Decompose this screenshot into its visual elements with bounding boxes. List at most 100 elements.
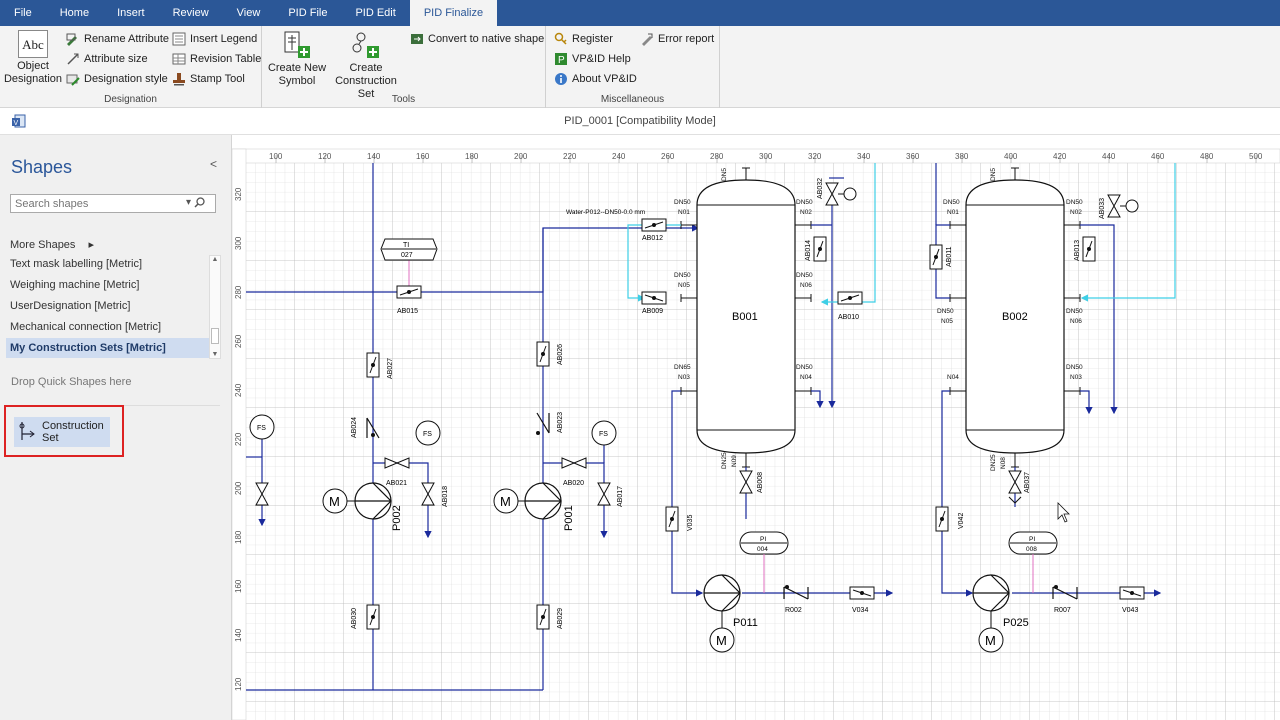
valve-ab008[interactable] (739, 470, 753, 494)
valve-ab021[interactable] (384, 457, 410, 469)
error-report-label: Error report (658, 33, 715, 45)
pipes-left[interactable] (246, 163, 700, 691)
svg-text:P: P (558, 55, 565, 66)
mouse-cursor-icon (1057, 502, 1070, 523)
tab-home[interactable]: Home (59, 7, 90, 19)
misc-group: Register P VP&ID Help About VP&ID Error … (546, 26, 720, 108)
valve-ab037[interactable] (1008, 470, 1022, 494)
instrument-label: FS (423, 431, 432, 438)
tab-insert[interactable]: Insert (117, 7, 145, 19)
drawing-svg[interactable]: 100 120 140 160 180 200 220 240 260 280 … (232, 135, 1280, 720)
vessel-label: B001 (732, 311, 758, 323)
scroll-down-icon[interactable]: ▼ (211, 351, 219, 358)
stamp-tool-button[interactable]: Stamp Tool (172, 70, 245, 88)
construction-set-master[interactable]: Construction Set (14, 417, 110, 447)
nozzle-label: N02 (1070, 209, 1082, 216)
valve-ab032[interactable] (825, 182, 839, 206)
stencil-mechanical-connection[interactable]: Mechanical connection [Metric] (10, 321, 162, 333)
ruler-label: 160 (234, 579, 243, 593)
valve-r002[interactable] (783, 586, 809, 600)
nozzle-label: N02 (800, 209, 812, 216)
valve-ab017[interactable] (597, 482, 611, 506)
stamp-icon (172, 72, 186, 86)
stencil-my-construction-sets[interactable]: My Construction Sets [Metric] (6, 338, 210, 358)
more-shapes-label: More Shapes (10, 239, 76, 251)
tab-pid-file[interactable]: PID File (288, 7, 328, 19)
pipes-cyan-b002[interactable] (1080, 163, 1176, 302)
nozzle-label: N01 (678, 209, 690, 216)
tab-file[interactable]: File (14, 7, 32, 19)
stencil-weighing-machine[interactable]: Weighing machine [Metric] (10, 279, 140, 291)
error-report-button[interactable]: Error report (640, 30, 714, 48)
stencil-user-designation[interactable]: UserDesignation [Metric] (10, 300, 131, 312)
tab-pid-finalize[interactable]: PID Finalize (409, 0, 498, 26)
search-shapes-input[interactable] (10, 194, 216, 213)
valve-ab033[interactable] (1107, 194, 1121, 218)
insert-legend-button[interactable]: Insert Legend (172, 30, 257, 48)
convert-native-shape-button[interactable]: Convert to native shape (410, 30, 544, 48)
instrument-label: 027 (401, 252, 413, 259)
ruler-label: 280 (710, 152, 724, 161)
ruler-top (232, 148, 1280, 164)
ruler-label: 500 (1249, 152, 1263, 161)
valve-ab024[interactable] (366, 417, 380, 439)
menu-bar: File Home Insert Review View PID File PI… (0, 0, 1280, 26)
instrument-fs[interactable] (249, 414, 275, 440)
ruler-top-ticks (275, 155, 1257, 163)
valve-label: AB021 (386, 480, 407, 487)
nozzle-label: N04 (947, 374, 959, 381)
info-icon (554, 72, 568, 86)
stencil-text-mask[interactable]: Text mask labelling [Metric] (10, 258, 143, 270)
valve-ab020[interactable] (561, 457, 587, 469)
ruler-label: 100 (269, 152, 283, 161)
attribute-size-label: Attribute size (84, 53, 148, 65)
valve-r007[interactable] (1052, 586, 1078, 600)
valve-ab018[interactable] (421, 482, 435, 506)
collapse-pane-button[interactable]: < (210, 157, 218, 171)
instrument-fs[interactable] (415, 420, 441, 446)
drawing-canvas[interactable]: 100 120 140 160 180 200 220 240 260 280 … (232, 135, 1280, 720)
scroll-thumb[interactable] (211, 328, 219, 344)
valve-label: AB015 (397, 308, 418, 315)
construction-set-highlight: Construction Set (4, 405, 124, 457)
nozzle-label: DN50 (674, 199, 691, 206)
scroll-up-icon[interactable]: ▲ (211, 256, 219, 263)
register-button[interactable]: Register (554, 30, 613, 48)
ruler-left-labels: 320 300 280 260 240 220 200 180 160 140 … (234, 187, 243, 691)
valve-fs-left[interactable] (255, 482, 269, 506)
valve-label: V034 (852, 607, 868, 614)
pump-label: P011 (733, 617, 758, 629)
tab-pid-edit[interactable]: PID Edit (355, 7, 396, 19)
construction-set-icon (350, 30, 382, 60)
tools-group-label: Tools (391, 94, 416, 105)
valve-ab023[interactable] (536, 412, 550, 434)
stencil-scrollbar[interactable]: ▲ ▼ (209, 255, 221, 359)
rename-attribute-button[interactable]: Rename Attribute (66, 30, 169, 48)
ruler-label: 240 (234, 383, 243, 397)
convert-icon (410, 32, 424, 46)
ruler-label: 460 (1151, 152, 1165, 161)
about-vpid-button[interactable]: About VP&ID (554, 70, 637, 88)
vpid-help-button[interactable]: P VP&ID Help (554, 50, 631, 68)
instrument-fs[interactable] (591, 420, 617, 446)
valve-label: AB023 (557, 412, 564, 433)
revision-table-button[interactable]: Revision Table (172, 50, 261, 68)
ruler-label: 280 (234, 285, 243, 299)
tab-review[interactable]: Review (172, 7, 209, 19)
search-icon[interactable]: ▾ (186, 197, 205, 208)
designation-group-label: Designation (104, 94, 157, 105)
object-designation-button[interactable]: Abc Object Designation (4, 30, 62, 86)
create-construction-set-button[interactable]: Create Construction Set (326, 30, 406, 101)
attribute-size-button[interactable]: Attribute size (66, 50, 148, 68)
table-icon (172, 52, 186, 66)
designation-style-button[interactable]: Designation style (66, 70, 168, 88)
valve-label: AB029 (557, 608, 564, 629)
create-new-symbol-button[interactable]: Create New Symbol (266, 30, 328, 88)
ruler-left (232, 148, 247, 720)
create-new-symbol-label: Create New Symbol (267, 62, 327, 87)
valve-label: AB033 (1099, 198, 1106, 219)
more-shapes-button[interactable]: More Shapes ▸ (10, 238, 94, 251)
tab-view[interactable]: View (236, 7, 261, 19)
valve-label: AB014 (805, 240, 812, 261)
